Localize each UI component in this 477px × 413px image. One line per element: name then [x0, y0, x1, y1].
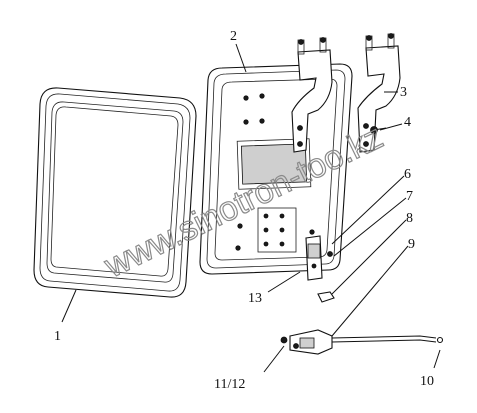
part-6-bracket [305, 235, 323, 281]
callout-labels: 1 2 3 4 6 7 8 9 10 11/12 13 [54, 29, 434, 392]
callout-4: 4 [404, 115, 411, 130]
part-1-outer-frame [33, 87, 197, 298]
callout-1: 1 [54, 329, 61, 344]
part-7-screw [327, 251, 333, 257]
part-4-bolt [370, 126, 387, 134]
callout-11-12: 11/12 [214, 377, 245, 392]
part-8-clip [317, 291, 335, 303]
part-9-actuator [280, 329, 333, 355]
callout-13: 13 [248, 291, 262, 306]
part-3-hinge-right [357, 33, 401, 153]
leader-lines [61, 43, 441, 373]
part-3-hinge-left [291, 37, 333, 153]
callout-7: 7 [406, 189, 413, 204]
callout-10: 10 [420, 374, 434, 389]
part-2-main-panel [199, 63, 353, 275]
callout-2: 2 [230, 29, 237, 44]
callout-9: 9 [408, 237, 415, 252]
part-10-cable [331, 335, 444, 344]
callout-6: 6 [404, 167, 411, 182]
callout-8: 8 [406, 211, 413, 226]
callout-3: 3 [400, 85, 407, 100]
